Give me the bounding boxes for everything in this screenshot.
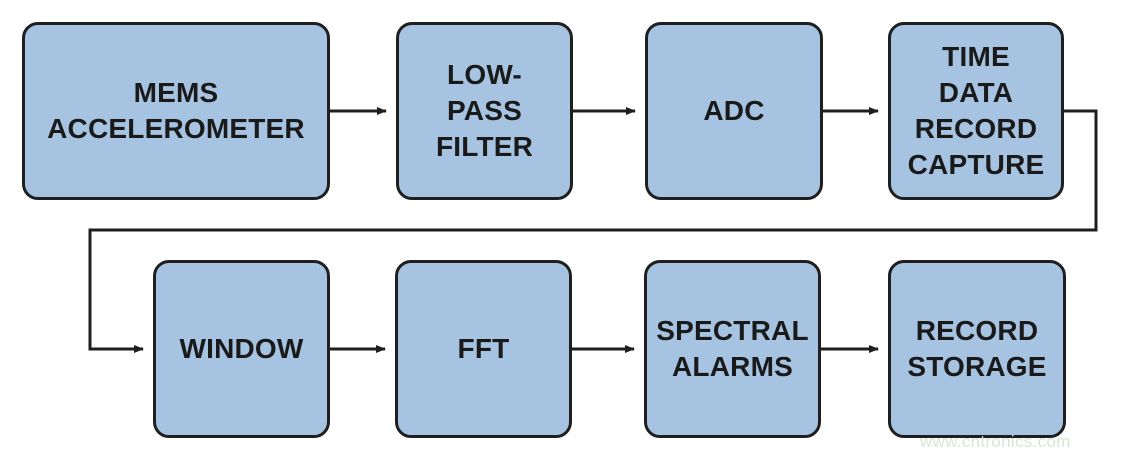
block-label: RECORD STORAGE [907,315,1047,382]
block-window: WINDOW [153,260,330,438]
block-record-storage: RECORD STORAGE [888,260,1066,438]
watermark-text: www.cntronics.com [920,432,1071,451]
block-fft: FFT [395,260,572,438]
block-mems-accelerometer: MEMS ACCELEROMETER [22,22,330,200]
block-label: ADC [703,95,765,126]
arrow-capture-to-window [88,109,1098,353]
block-label: FFT [457,333,510,364]
block-label: WINDOW [179,333,304,364]
block-label: SPECTRAL ALARMS [656,315,809,382]
block-low-pass-filter: LOW- PASS FILTER [396,22,573,200]
block-spectral-alarms: SPECTRAL ALARMS [644,260,821,438]
block-adc: ADC [645,22,823,200]
block-label: MEMS ACCELEROMETER [47,77,305,144]
block-label: TIME DATA RECORD CAPTURE [907,41,1045,180]
block-time-data-record-capture: TIME DATA RECORD CAPTURE [888,22,1064,200]
block-label: LOW- PASS FILTER [435,59,534,162]
